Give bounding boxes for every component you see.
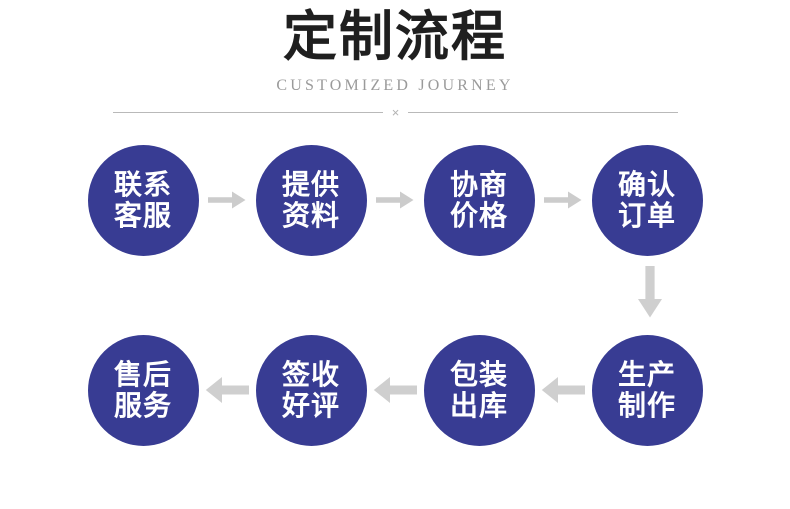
flow-step-label-line1: 提供: [281, 168, 340, 201]
flow-step-receive-and-review[interactable]: 签收 好评: [255, 334, 367, 446]
flow-step-label-line2: 服务: [113, 389, 172, 422]
flow-step-contact-service[interactable]: 联系 客服: [87, 144, 199, 256]
flow-step-label-line1: 售后: [113, 358, 172, 391]
flow-step-label-line2: 出库: [449, 389, 508, 422]
flow-step-label-line1: 签收: [281, 358, 340, 391]
arrow-right-icon: [535, 170, 592, 230]
flow-step-label-line2: 客服: [113, 199, 172, 232]
flow-step-packaging-and-shipping[interactable]: 包装 出库: [423, 334, 535, 446]
arrow-left-icon: [535, 360, 592, 420]
divider-line-left: [113, 111, 383, 113]
flow-step-confirm-order[interactable]: 确认 订单: [591, 144, 703, 256]
flow-step-label-line2: 资料: [281, 199, 340, 232]
flow-step-label-line1: 联系: [113, 168, 172, 201]
page-title: 定制流程: [283, 5, 507, 68]
divider: ×: [113, 103, 678, 121]
flow-step-provide-materials[interactable]: 提供 资料: [255, 144, 367, 256]
arrow-right-icon: [199, 170, 256, 230]
flow-step-label-line1: 协商: [449, 168, 508, 201]
flow-step-label-line1: 生产: [617, 358, 676, 391]
flow-step-negotiate-price[interactable]: 协商 价格: [423, 144, 535, 256]
flow-row-1: 联系 客服 提供 资料 协商 价格 确认 订单: [0, 144, 790, 256]
arrow-left-icon: [367, 360, 424, 420]
flow-step-label-line1: 确认: [617, 168, 676, 201]
flow-step-label-line2: 制作: [617, 389, 676, 422]
page-subtitle: CUSTOMIZED JOURNEY: [276, 77, 514, 94]
divider-cross-icon: ×: [391, 104, 400, 120]
flow-step-label-line2: 订单: [617, 199, 676, 232]
flow-step-production[interactable]: 生产 制作: [591, 334, 703, 446]
divider-line-right: [408, 111, 678, 113]
flow-step-after-sales-service[interactable]: 售后 服务: [87, 334, 199, 446]
arrow-left-icon: [199, 360, 256, 420]
flow-step-label-line2: 价格: [449, 199, 508, 232]
arrow-down-icon: [633, 262, 667, 322]
arrow-right-icon: [367, 170, 424, 230]
flow-step-label-line2: 好评: [281, 389, 340, 422]
flow-row-2: 售后 服务 签收 好评 包装 出库 生产 制作: [0, 334, 790, 446]
flow-step-label-line1: 包装: [449, 358, 508, 391]
header: 定制流程 CUSTOMIZED JOURNEY: [0, 0, 790, 95]
